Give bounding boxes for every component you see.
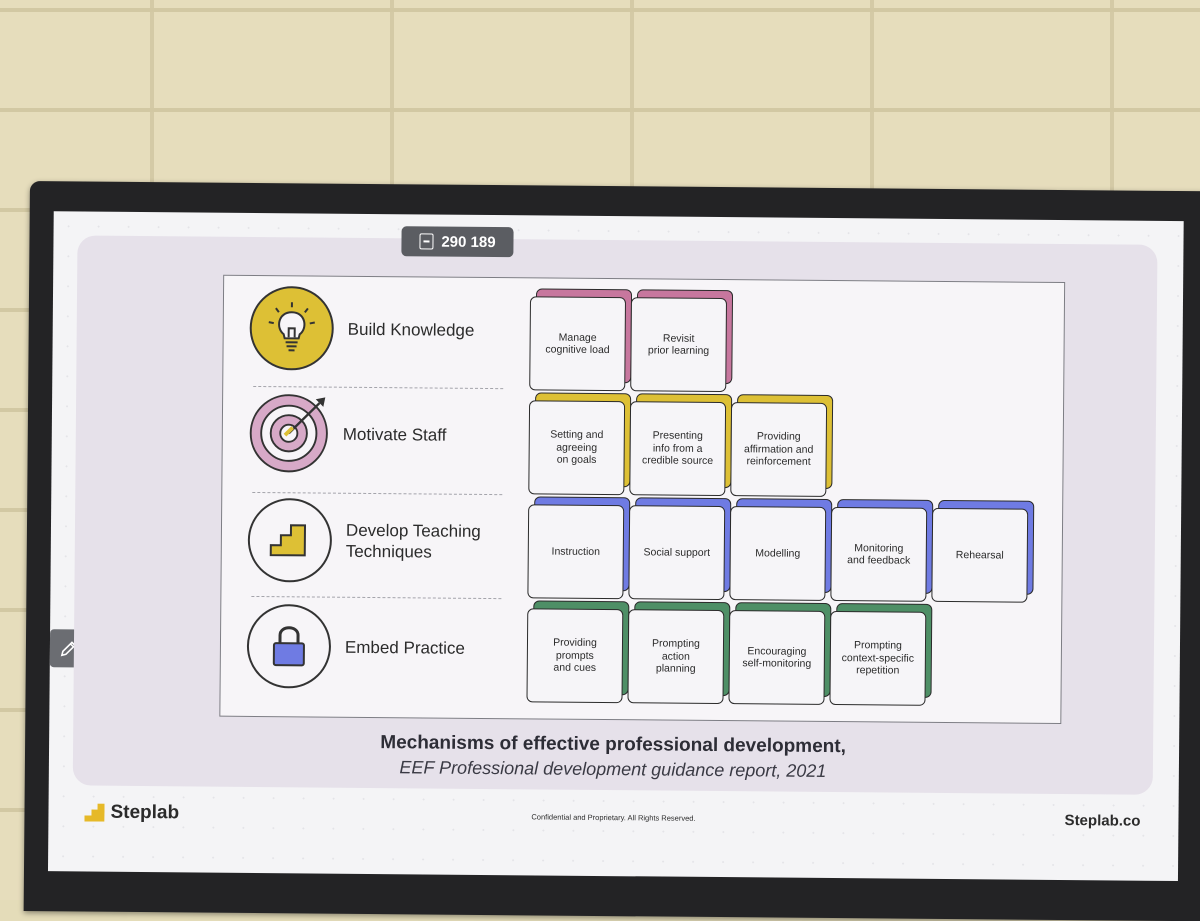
mechanism-box: Social support [628, 505, 725, 600]
mechanism-box: Instruction [527, 504, 624, 599]
mechanism-box: Providing affirmation and reinforcement [730, 402, 827, 497]
display-monitor: 290 189 [24, 181, 1200, 921]
confidential-note: Confidential and Proprietary. All Rights… [48, 808, 1178, 827]
lightbulb-icon [249, 286, 334, 371]
mechanism-box: Modelling [729, 506, 826, 601]
category-label: Motivate Staff [343, 423, 447, 445]
slide-panel: Build Knowledge [73, 235, 1158, 794]
viewer-counter[interactable]: 290 189 [401, 226, 513, 257]
mechanism-box: Setting and agreeing on goals [528, 400, 625, 495]
mechanisms-diagram: Build Knowledge [219, 275, 1065, 724]
monitor-screen: 290 189 [48, 211, 1184, 881]
category-build-knowledge: Build Knowledge [249, 286, 474, 372]
mechanism-box: Encouraging self-monitoring [728, 610, 825, 705]
mechanism-box: Rehearsal [931, 508, 1028, 603]
category-embed-practice: Embed Practice [247, 604, 466, 690]
mechanism-box: Monitoring and feedback [830, 507, 927, 602]
category-label: Develop Teaching Techniques [346, 520, 481, 563]
padlock-icon [247, 604, 332, 689]
mechanism-box: Revisit prior learning [630, 297, 727, 392]
category-label: Embed Practice [345, 636, 465, 658]
target-icon [248, 393, 329, 474]
site-link[interactable]: Steplab.co [1065, 812, 1141, 830]
category-label: Build Knowledge [348, 318, 475, 340]
mechanism-box: Manage cognitive load [529, 296, 626, 391]
divider [253, 386, 503, 389]
category-motivate-staff: Motivate Staff [248, 393, 446, 475]
divider [252, 492, 502, 495]
steps-icon [248, 498, 333, 583]
document-icon [419, 233, 433, 249]
divider [251, 596, 501, 599]
mechanism-box: Presenting info from a credible source [629, 401, 726, 496]
mechanism-box: Prompting action planning [627, 609, 724, 704]
viewer-count: 290 189 [441, 233, 495, 250]
mechanism-box: Providing prompts and cues [526, 608, 623, 703]
mechanism-box: Prompting context-specific repetition [829, 611, 926, 706]
category-develop-teaching: Develop Teaching Techniques [248, 498, 482, 584]
